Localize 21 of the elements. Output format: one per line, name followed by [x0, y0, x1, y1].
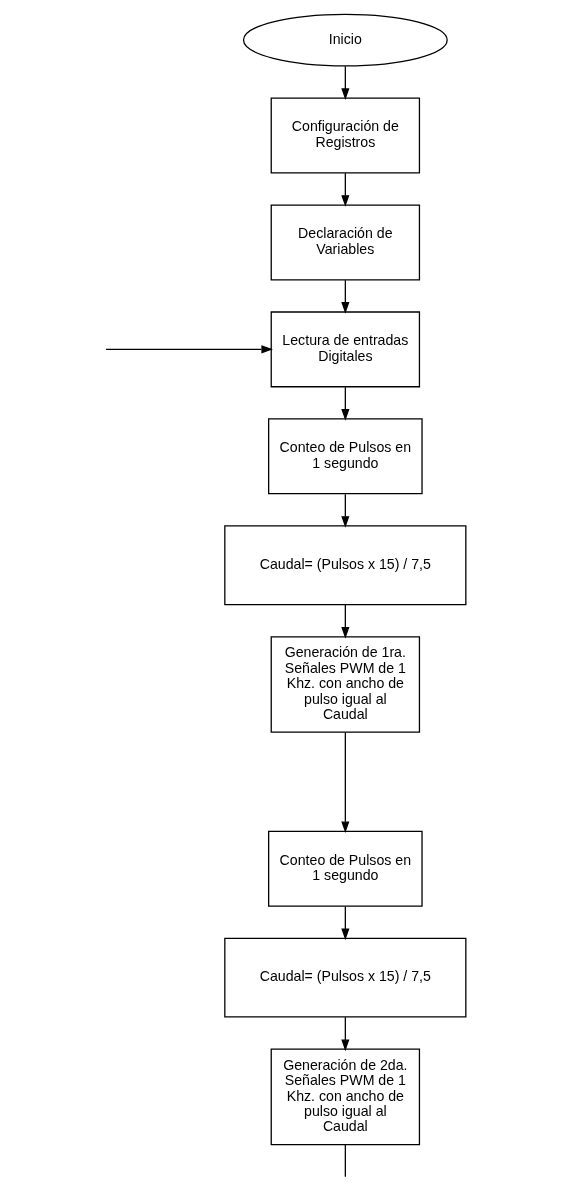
node-box: Declaración de Variables — [270, 204, 420, 281]
node-box: Caudal= (Pulsos x 15) / 7,5 — [223, 937, 466, 1018]
node-box: Lectura de entradas Digitales — [270, 311, 420, 388]
node-box: Generación de 2da. Señales PWM de 1 Khz. con ancho de pulso igual al Caudal — [270, 1048, 420, 1146]
arrow — [340, 1016, 349, 1052]
arrow — [340, 172, 349, 207]
node-box: Configuración de Registros — [270, 97, 420, 174]
node-box: Conteo de Pulsos en 1 segundo — [267, 830, 423, 907]
arrow — [340, 493, 349, 528]
arrow — [340, 906, 349, 941]
connector — [344, 1144, 346, 1178]
arrow — [340, 731, 349, 834]
node-box: Generación de 1ra. Señales PWM de 1 Khz. con ancho de pulso igual al Caudal — [270, 636, 420, 733]
node-ellipse: Inicio — [242, 13, 448, 67]
arrow — [340, 65, 349, 100]
node-box: Conteo de Pulsos en 1 segundo — [267, 418, 423, 495]
arrow — [340, 386, 349, 421]
arrow — [340, 604, 349, 639]
arrow — [340, 279, 349, 314]
arrow — [104, 345, 273, 354]
node-box: Caudal= (Pulsos x 15) / 7,5 — [223, 525, 466, 606]
